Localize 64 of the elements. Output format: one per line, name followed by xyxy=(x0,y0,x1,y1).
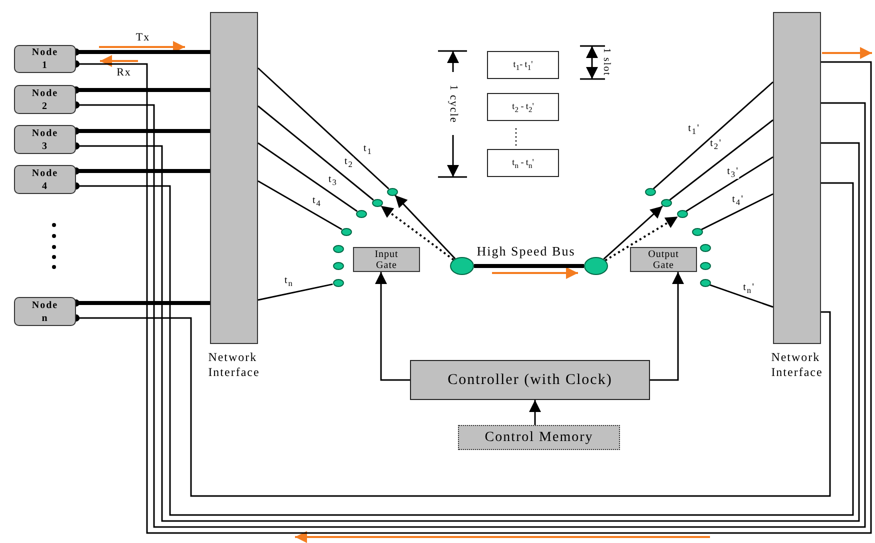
time-slot-box: t$_{n}$ - t$_{n}$' xyxy=(487,149,559,177)
edge-label: t$_{2}$ xyxy=(344,156,354,170)
bus-junction-circle xyxy=(584,257,608,275)
dimension-label: 1 slot xyxy=(601,48,611,76)
connector-line xyxy=(258,283,333,301)
edge-label: t$_{1}$' xyxy=(688,124,700,136)
dotted-arrow xyxy=(380,205,454,260)
edge-label: t$_{3}$ xyxy=(328,174,338,188)
port-circle xyxy=(700,262,710,270)
interface-label: Network Interface xyxy=(771,350,823,380)
arrow xyxy=(529,400,541,425)
port-circle xyxy=(332,262,344,270)
node-box: Node 1 xyxy=(14,45,76,73)
node-box: Node 3 xyxy=(14,125,76,154)
connector-line xyxy=(258,105,374,201)
dotted-arrow xyxy=(604,216,678,262)
port-circle xyxy=(372,199,382,207)
edge-label: t$_{4}$ xyxy=(312,196,322,208)
edge-label: t$_{n}$ xyxy=(284,276,294,288)
connector-line xyxy=(474,264,584,268)
connector-line xyxy=(686,156,774,212)
node-box: Node 4 xyxy=(14,165,76,194)
bus-junction-circle xyxy=(450,257,474,275)
port-circle xyxy=(700,279,710,287)
controller-box: Controller (with Clock) xyxy=(410,360,650,400)
port-circle xyxy=(340,228,352,236)
port-circle xyxy=(332,279,344,287)
connector-line xyxy=(258,180,342,230)
port-circle xyxy=(332,245,344,253)
signal-label: Rx xyxy=(116,68,132,78)
node-box: Node 2 xyxy=(14,85,76,114)
gate-box: Output Gate xyxy=(630,247,697,272)
port-circle xyxy=(692,228,702,236)
arrow xyxy=(394,194,456,260)
dimension-label: 1 cycle xyxy=(448,84,458,124)
arrow xyxy=(603,206,663,260)
port-circle xyxy=(660,199,672,207)
signal-label: Tx xyxy=(136,32,150,44)
time-slot-box: t$_{1}$- t$_{1}$' xyxy=(487,51,559,79)
connector-line xyxy=(72,86,210,94)
port-circle xyxy=(700,244,710,252)
interface-label: Network Interface xyxy=(208,350,260,380)
edge-label: t$_{3}$' xyxy=(727,166,739,180)
gate-box: Input Gate xyxy=(353,247,420,272)
port-circle xyxy=(386,188,398,196)
memory-box: Control Memory xyxy=(458,425,620,450)
connector-line xyxy=(258,142,358,212)
edge-label: t$_{n}$' xyxy=(743,282,755,296)
edge-label: t$_{4}$' xyxy=(732,194,744,208)
arrow xyxy=(650,272,684,381)
port-circle xyxy=(676,210,688,218)
edge-label: t$_{2}$' xyxy=(710,138,722,152)
edge-label: High Speed Bus xyxy=(476,244,576,258)
port-circle xyxy=(356,210,366,218)
arrow xyxy=(375,272,410,381)
edge-label: t$_{1}$ xyxy=(364,144,372,156)
connector-line xyxy=(701,193,774,230)
time-slot-box: t$_{2}$ - t$_{2}$' xyxy=(487,93,559,121)
port-circle xyxy=(644,188,656,196)
node-box: Node n xyxy=(14,297,76,326)
connector-line xyxy=(258,67,390,190)
connector-line xyxy=(669,119,774,201)
connector-line xyxy=(652,81,774,190)
connector-line xyxy=(710,284,774,308)
